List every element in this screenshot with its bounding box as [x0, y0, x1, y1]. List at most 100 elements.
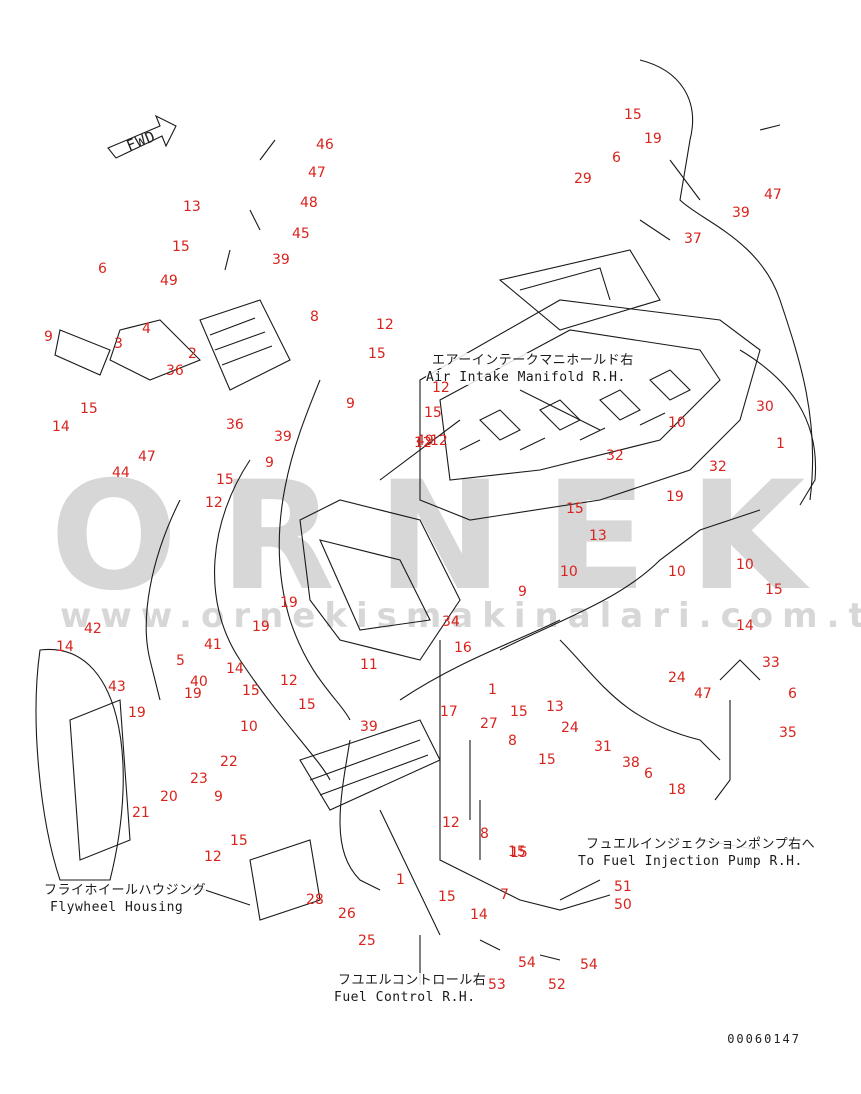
callout-number: 36	[226, 417, 244, 433]
callout-number: 15	[508, 844, 526, 860]
callout-number: 27	[480, 716, 498, 732]
callout-number: 12	[280, 673, 298, 689]
callout-number: 10	[560, 564, 578, 580]
callout-number: 6	[788, 686, 797, 702]
callout-number: 13	[183, 199, 201, 215]
callout-number: 43	[108, 679, 126, 695]
callout-number: 12	[442, 815, 460, 831]
callout-number: 15	[230, 833, 248, 849]
callout-number: 50	[614, 897, 632, 913]
callout-number: 52	[548, 977, 566, 993]
label-injection-pump-jp: フュエルインジェクションポンプ右へ	[586, 837, 816, 852]
callout-number: 21	[132, 805, 150, 821]
callout-number: 49	[416, 433, 434, 449]
callout-number: 48	[300, 195, 318, 211]
callout-number: 7	[500, 887, 509, 903]
callout-number: 15	[80, 401, 98, 417]
callout-number: 15	[538, 752, 556, 768]
callout-number: 3	[114, 336, 123, 352]
callout-number: 10	[240, 719, 258, 735]
callout-number: 15	[765, 582, 783, 598]
callout-number: 29	[574, 171, 592, 187]
callout-number: 1	[396, 872, 405, 888]
callout-number: 9	[214, 789, 223, 805]
callout-number: 40	[190, 674, 208, 690]
callout-number: 10	[668, 415, 686, 431]
callout-number: 8	[310, 309, 319, 325]
callout-number: 19	[184, 686, 202, 702]
callout-number: 24	[561, 720, 579, 736]
callout-number: 44	[112, 465, 130, 481]
callout-number: 53	[488, 977, 506, 993]
callout-number: 42	[84, 621, 102, 637]
callout-number: 11	[360, 657, 378, 673]
callout-number: 2	[188, 346, 197, 362]
watermark-url: www.ornekismakinalari.com.tr	[60, 596, 861, 636]
callout-number: 16	[454, 640, 472, 656]
callout-number: 25	[358, 933, 376, 949]
callout-number: 9	[265, 455, 274, 471]
callout-number: 6	[612, 150, 621, 166]
callout-number: 15	[298, 697, 316, 713]
callout-number: 38	[622, 755, 640, 771]
label-injection-pump-en: To Fuel Injection Pump R.H.	[578, 854, 803, 869]
callout-number: 18	[668, 782, 686, 798]
callout-number: 32	[709, 459, 727, 475]
callout-number: 47	[138, 449, 156, 465]
callout-number: 5	[176, 653, 185, 669]
callout-number: 9	[518, 584, 527, 600]
callout-number: 22	[220, 754, 238, 770]
callout-number: 1	[776, 436, 785, 452]
callout-number: 28	[306, 892, 324, 908]
callout-number: 47	[694, 686, 712, 702]
callout-number: 23	[190, 771, 208, 787]
callout-number: 14	[52, 419, 70, 435]
callout-number: 9	[346, 396, 355, 412]
callout-number: 12	[430, 433, 448, 449]
callout-number: 24	[668, 670, 686, 686]
label-air-intake-jp: エアーインテークマニホールド右	[432, 353, 634, 368]
callout-number: 13	[589, 528, 607, 544]
callout-number: 54	[518, 955, 536, 971]
callout-number: 39	[274, 429, 292, 445]
callout-number: 47	[308, 165, 326, 181]
callout-number: 35	[779, 725, 797, 741]
callout-number: 15	[242, 683, 260, 699]
callout-number: 45	[292, 226, 310, 242]
callout-number: 14	[56, 639, 74, 655]
callout-number: 47	[764, 187, 782, 203]
callout-number: 30	[756, 399, 774, 415]
callout-number: 19	[252, 619, 270, 635]
callout-number: 12	[414, 435, 432, 451]
callout-number: 10	[736, 557, 754, 573]
callout-number: 34	[442, 614, 460, 630]
callout-number: 14	[470, 907, 488, 923]
callout-number: 51	[614, 879, 632, 895]
label-flywheel-en: Flywheel Housing	[50, 900, 184, 915]
callout-number: 15	[510, 704, 528, 720]
callout-number: 15	[566, 501, 584, 517]
callout-number: 19	[128, 705, 146, 721]
label-fuel-control-en: Fuel Control R.H.	[334, 990, 476, 1005]
callout-number: 39	[360, 719, 378, 735]
callout-number: 10	[668, 564, 686, 580]
callout-number: 36	[166, 363, 184, 379]
label-air-intake-en: Air Intake Manifold R.H.	[426, 370, 626, 385]
callout-number: 13	[546, 699, 564, 715]
callout-number: 6	[644, 766, 653, 782]
callout-number: 12	[205, 495, 223, 511]
callout-number: 26	[338, 906, 356, 922]
callout-number: 33	[762, 655, 780, 671]
callout-number: 14	[736, 618, 754, 634]
label-fuel-control-jp: フユエルコントロール右	[338, 973, 487, 988]
callout-number: 39	[272, 252, 290, 268]
callout-number: 15	[172, 239, 190, 255]
callout-number: 9	[44, 329, 53, 345]
callout-number: 17	[440, 704, 458, 720]
callout-number: 8	[508, 733, 517, 749]
callout-number: 15	[510, 845, 528, 861]
callout-number: 15	[438, 889, 456, 905]
label-flywheel-jp: フライホイールハウジング	[44, 883, 207, 898]
